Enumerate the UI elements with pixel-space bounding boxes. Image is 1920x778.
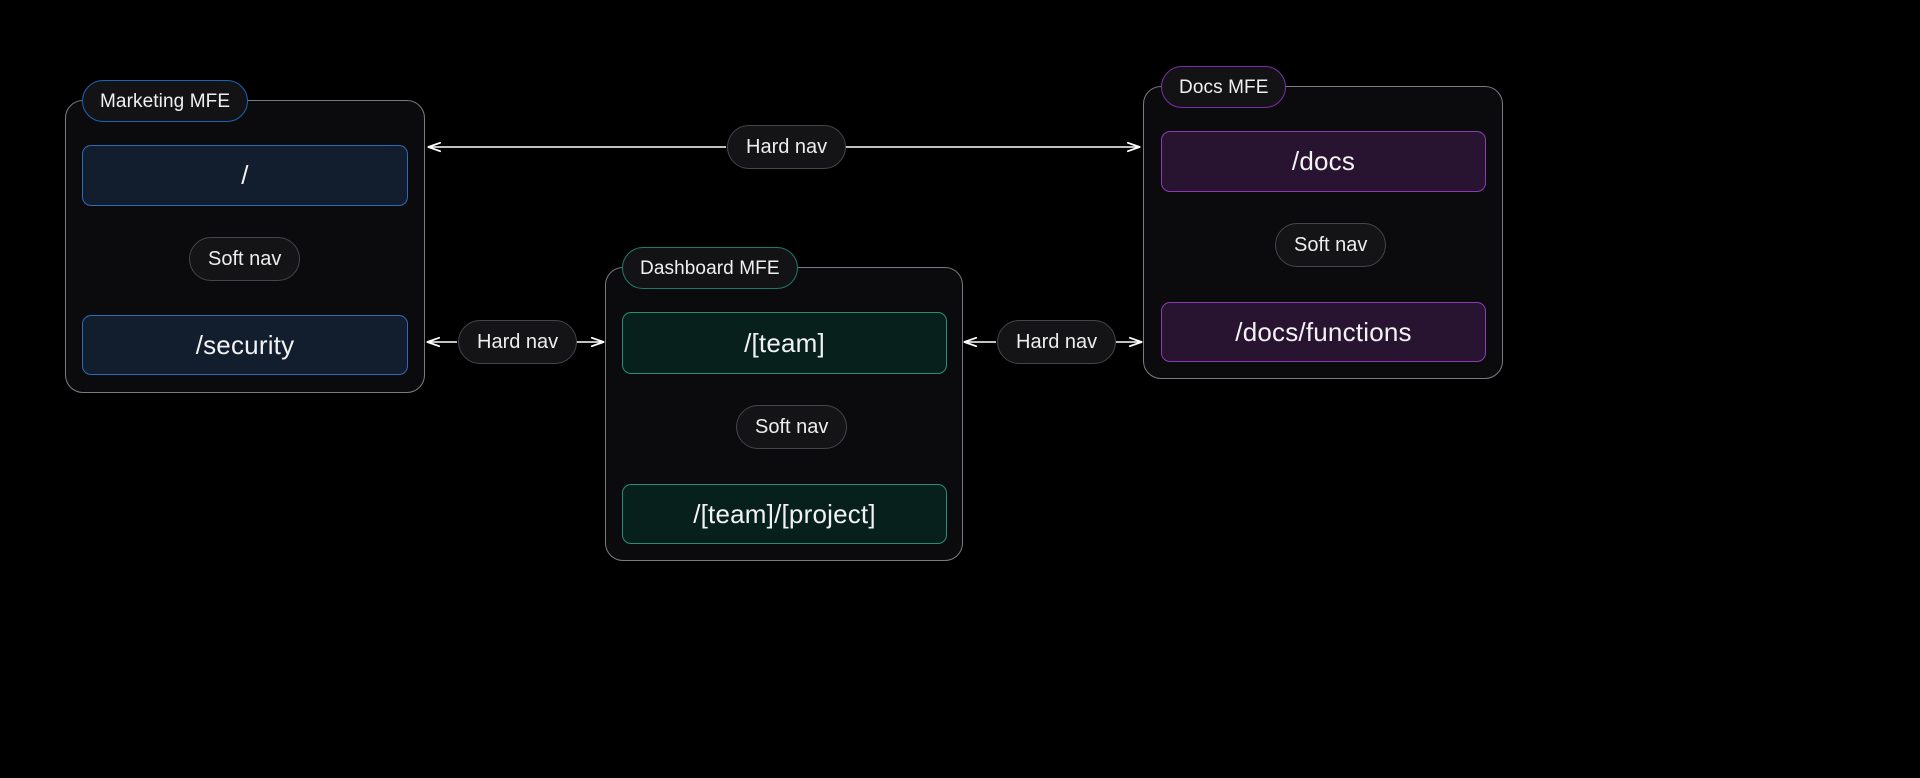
group-label-marketing-mfe[interactable]: Marketing MFE (82, 80, 249, 122)
group-label-docs-mfe[interactable]: Docs MFE (1161, 66, 1287, 108)
pill-hard-nav-dashboard-docs[interactable]: Hard nav (997, 320, 1117, 364)
node-dashboard-project[interactable]: /[team]/[project] (622, 484, 947, 544)
pill-soft-nav-marketing[interactable]: Soft nav (189, 237, 301, 281)
pill-label: Soft nav (755, 415, 829, 438)
node-docs-root[interactable]: /docs (1161, 131, 1486, 192)
node-label: /[team]/[project] (693, 498, 876, 529)
pill-label: Soft nav (208, 247, 282, 270)
node-marketing-root[interactable]: / (82, 145, 408, 206)
pill-hard-nav-marketing-docs[interactable]: Hard nav (727, 125, 847, 169)
pill-label: Hard nav (477, 330, 559, 353)
node-label: /[team] (744, 327, 825, 358)
pill-soft-nav-docs[interactable]: Soft nav (1275, 223, 1387, 267)
group-label-dashboard-mfe[interactable]: Dashboard MFE (622, 247, 798, 289)
pill-label: Soft nav (1294, 233, 1368, 256)
pill-soft-nav-dashboard[interactable]: Soft nav (736, 405, 848, 449)
pill-label: Hard nav (746, 135, 828, 158)
node-marketing-security[interactable]: /security (82, 315, 408, 375)
node-dashboard-team[interactable]: /[team] (622, 312, 947, 374)
node-label: /docs (1291, 146, 1356, 176)
pill-hard-nav-marketing-dashboard[interactable]: Hard nav (458, 320, 578, 364)
pill-label: Hard nav (1016, 330, 1098, 353)
node-docs-functions[interactable]: /docs/functions (1161, 302, 1486, 362)
node-label: /docs/functions (1235, 316, 1412, 347)
node-label: / (241, 160, 249, 190)
node-label: /security (195, 329, 295, 360)
